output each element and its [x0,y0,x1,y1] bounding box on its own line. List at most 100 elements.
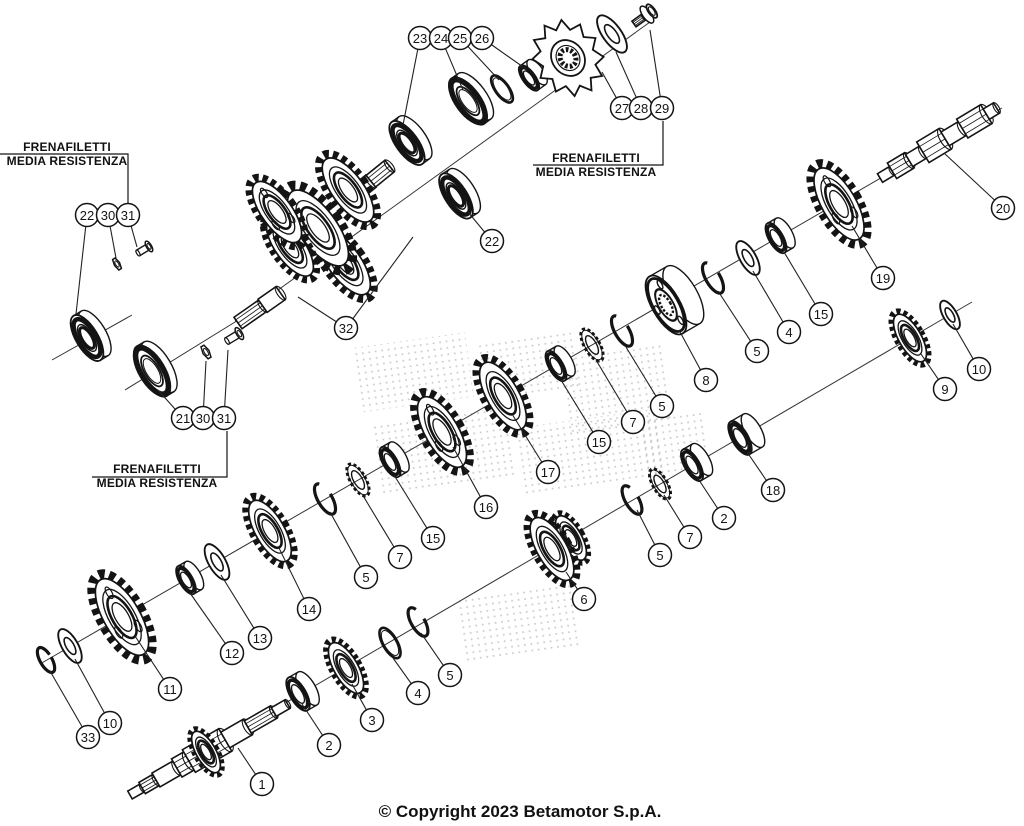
part-shaft [876,101,1001,184]
callout-number: 1 [258,777,265,792]
part-boltsm [135,240,154,257]
label-line: FRENAFILETTI [113,462,201,476]
callout-2[interactable]: 2 [316,732,342,758]
callout-number: 18 [766,483,780,498]
callout-3[interactable]: 3 [359,707,385,733]
part-washer [57,628,83,664]
callout-6[interactable]: 6 [571,586,597,612]
callout-4[interactable]: 4 [405,680,431,706]
callout-31[interactable]: 31 [211,405,237,431]
part-bearing [438,167,482,220]
part-bushing [285,670,320,712]
halftone-watermark [351,328,712,665]
part-bushing [679,442,714,482]
part-gear [278,180,358,276]
callout-13[interactable]: 13 [247,625,273,651]
callout-number: 25 [453,31,467,46]
callout-2[interactable]: 2 [711,505,737,531]
callout-17[interactable]: 17 [535,459,561,485]
callout-number: 7 [686,530,693,545]
callout-4[interactable]: 4 [776,319,802,345]
callout-22[interactable]: 22 [479,228,505,254]
part-hub [644,264,705,336]
callout-33[interactable]: 33 [75,724,101,750]
part-washer [596,14,628,54]
callout-number: 5 [658,399,665,414]
part-washer [203,543,231,581]
callout-14[interactable]: 14 [296,596,322,622]
callout-7[interactable]: 7 [387,544,413,570]
callout-11[interactable]: 11 [157,676,183,702]
callout-10[interactable]: 10 [97,710,123,736]
callout-19[interactable]: 19 [870,265,896,291]
callout-15[interactable]: 15 [808,301,834,327]
label-line: MEDIA RESISTENZA [96,476,218,490]
callout-number: 20 [996,201,1010,216]
callout-number: 13 [253,631,267,646]
callout-9[interactable]: 9 [932,376,958,402]
callout-5[interactable]: 5 [744,338,770,364]
callout-16[interactable]: 16 [473,494,499,520]
callout-20[interactable]: 20 [990,195,1016,221]
callout-number: 33 [81,730,95,745]
label-frenafiletti-top-middle: FRENAFILETTI MEDIA RESISTENZA [536,151,657,179]
callout-number: 15 [814,307,828,322]
callout-number: 23 [413,31,427,46]
part-shaft [232,285,287,330]
callout-number: 31 [121,208,135,223]
callout-number: 7 [629,415,636,430]
callout-5[interactable]: 5 [437,662,463,688]
label-frenafiletti-bottom-left: FRENAFILETTI MEDIA RESISTENZA [97,462,218,490]
callout-number: 11 [163,682,177,697]
part-gear [242,492,298,570]
callout-number: 21 [176,411,190,426]
label-brackets [0,121,664,478]
parts-layer [35,3,1001,800]
callout-15[interactable]: 15 [420,525,446,551]
callout-25[interactable]: 25 [447,25,473,51]
part-nut [200,344,212,360]
callout-7[interactable]: 7 [677,524,703,550]
callout-5[interactable]: 5 [353,564,379,590]
callout-5[interactable]: 5 [649,393,675,419]
callout-28[interactable]: 28 [628,95,654,121]
leader-lines [49,29,995,775]
callout-12[interactable]: 12 [219,640,245,666]
part-bushing [378,441,410,479]
callout-number: 22 [485,234,499,249]
callout-number: 6 [580,592,587,607]
callout-22[interactable]: 22 [74,202,100,228]
part-thinring [489,74,515,104]
callout-number: 26 [475,31,489,46]
callout-number: 27 [615,101,629,116]
part-gear [806,159,872,249]
callout-1[interactable]: 1 [249,771,275,797]
callout-number: 3 [368,713,375,728]
part-snapring [620,484,644,516]
part-snapring [609,314,635,348]
callout-31[interactable]: 31 [115,202,141,228]
callout-18[interactable]: 18 [760,477,786,503]
callout-23[interactable]: 23 [407,25,433,51]
callout-number: 9 [941,382,948,397]
callout-26[interactable]: 26 [469,25,495,51]
callout-29[interactable]: 29 [649,95,675,121]
part-gear [245,173,309,251]
callout-8[interactable]: 8 [693,367,719,393]
callout-30[interactable]: 30 [190,405,216,431]
callout-15[interactable]: 15 [586,429,612,455]
label-line: MEDIA RESISTENZA [535,165,657,179]
part-collar [727,412,766,456]
label-line: FRENAFILETTI [23,140,111,154]
callout-number: 10 [972,362,986,377]
callout-24[interactable]: 24 [428,25,454,51]
callout-32[interactable]: 32 [333,315,359,341]
part-bushing [175,560,205,596]
callout-5[interactable]: 5 [647,542,673,568]
callout-10[interactable]: 10 [966,356,992,382]
callout-number: 2 [720,511,727,526]
callout-number: 7 [396,550,403,565]
callout-7[interactable]: 7 [620,409,646,435]
